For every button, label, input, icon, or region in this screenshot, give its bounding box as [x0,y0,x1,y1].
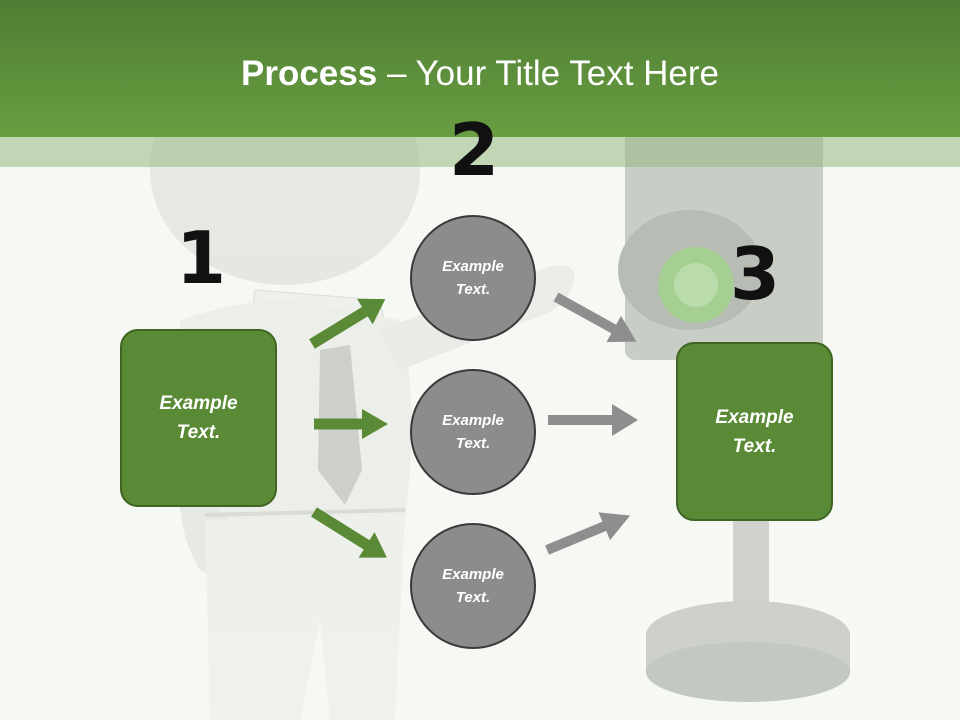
step2-item-3: Example Text. [410,523,536,649]
title-bar [0,0,960,137]
green-arrows [309,298,388,558]
step-number-3: 3 [730,232,781,316]
arrow-step1-to-item1 [309,298,386,349]
step3-text: Example Text. [715,406,794,457]
step2-item-2-text: Example Text. [442,412,504,452]
step2-item-2: Example Text. [410,369,536,495]
step2-item-1: Example Text. [410,215,536,341]
slide-title: Process – Your Title Text Here [0,52,960,96]
arrow-item1-to-step3 [553,292,637,343]
slide-title-rest: – Your Title Text Here [377,54,719,93]
step-number-1: 1 [176,216,227,300]
step2-item-1-text: Example Text. [442,258,504,298]
slide-title-bold: Process [241,54,378,93]
arrow-item2-to-step3 [548,404,638,436]
gray-arrows [545,292,638,555]
step1-text: Example Text. [159,393,238,443]
traffic-light-illustration [618,125,850,702]
step-number-2: 2 [449,108,500,192]
arrow-item3-to-step3 [545,512,631,555]
title-bar-band [0,137,960,167]
arrow-step1-to-item3 [311,507,387,558]
step3-box: Example Text. [676,342,833,521]
step2-item-3-text: Example Text. [442,566,504,606]
step1-box: Example Text. [120,329,277,507]
arrow-step1-to-item2 [314,409,388,439]
